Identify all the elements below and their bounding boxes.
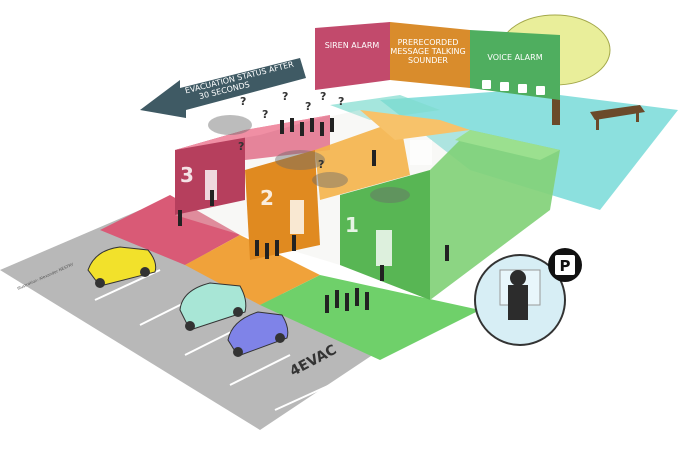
door-zone-1 — [376, 230, 392, 266]
zone-2-top — [360, 110, 470, 140]
svg-text:?: ? — [238, 140, 244, 153]
car-mint — [179, 282, 247, 331]
smoke — [208, 115, 410, 203]
prerecorded-panel — [390, 22, 470, 88]
voice-alarm-panel — [470, 30, 560, 100]
svg-text:?: ? — [240, 95, 246, 108]
zone-3-floor — [100, 195, 240, 265]
car-yellow — [87, 246, 157, 288]
svg-text:?: ? — [305, 100, 311, 113]
voice-label: VOICE ALARM — [487, 53, 542, 62]
svg-text:?: ? — [318, 158, 324, 171]
picnic-bench — [590, 105, 645, 130]
guard-inset — [474, 254, 566, 346]
zone-2-floor — [185, 235, 320, 305]
siren-alarm-panel — [315, 22, 390, 90]
people — [178, 118, 449, 313]
svg-text:?: ? — [262, 108, 268, 121]
car-purple — [227, 311, 289, 357]
svg-text:?: ? — [338, 95, 344, 108]
parking-sign: P — [548, 248, 582, 282]
zone-1-number: 1 — [345, 213, 359, 237]
blue-ground-back — [330, 95, 440, 120]
siren-label: SIREN ALARM — [325, 41, 380, 50]
window-zone-2 — [410, 140, 432, 165]
zone-1-floor — [260, 275, 480, 360]
door-zone-2 — [290, 200, 304, 234]
svg-text:?: ? — [320, 90, 326, 103]
zone-2-number: 2 — [260, 186, 274, 210]
zone-1-top — [455, 130, 560, 160]
voice-p-icons — [482, 80, 545, 95]
prerecorded-line-2: MESSAGE TALKING — [390, 47, 465, 56]
confused-marks: ? ? ? ? ? ? ? ? — [238, 90, 344, 171]
zone-3-number: 3 — [180, 163, 194, 187]
parking-sign-letter: P — [560, 257, 571, 275]
prerecorded-line-1: PRERECORDED — [398, 38, 459, 47]
zone-1-wall-side — [430, 130, 560, 300]
alarm-bar: SIREN ALARM PRERECORDED MESSAGE TALKING … — [315, 22, 560, 100]
evacuation-status-arrow: EVACUATION STATUS AFTER 30 SECONDS — [140, 58, 306, 118]
prerecorded-line-3: SOUNDER — [408, 56, 448, 65]
svg-text:?: ? — [282, 90, 288, 103]
zone-2-wall-back — [315, 120, 410, 200]
